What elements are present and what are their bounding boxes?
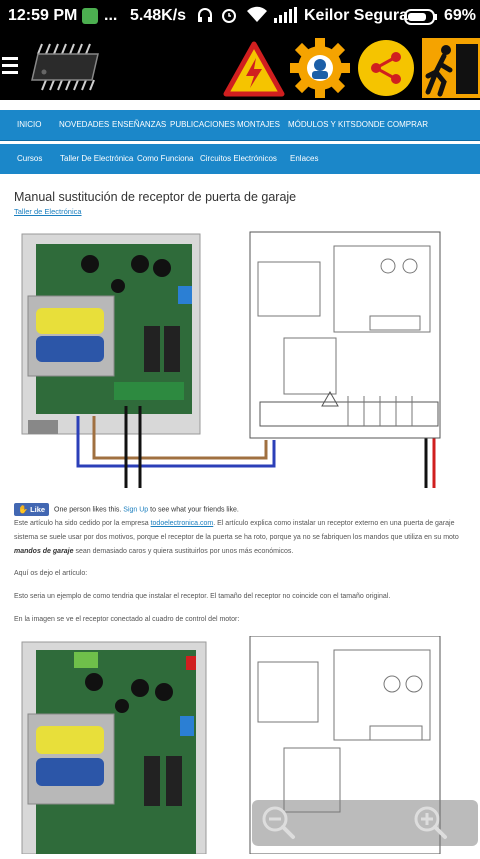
primary-nav: INICIO NOVEDADES ENSEÑANZAS PUBLICACIONE… [0, 110, 480, 141]
nav-cursos[interactable]: Cursos [17, 154, 43, 163]
article-paragraph-1: Este artículo ha sido cedido por la empr… [14, 517, 480, 531]
signup-link[interactable]: Sign Up [123, 506, 149, 514]
nav-novedades[interactable]: NOVEDADES [59, 120, 110, 129]
todoelectronica-link[interactable]: todoelectronica.com [150, 520, 214, 527]
likes-count-text: One person likes this. [54, 506, 122, 514]
headphones-icon [196, 6, 214, 29]
article-paragraph-3: mandos de garaje sean demasiado caros y … [14, 545, 480, 559]
emergency-exit-icon[interactable] [420, 36, 480, 100]
likes-suffix-text: to see what your friends like. [150, 506, 239, 514]
status-time: 12:59 PM [8, 7, 78, 24]
nav-publicaciones[interactable]: PUBLICACIONES [170, 120, 235, 129]
para1-start: Este artículo ha sido cedido por la empr… [14, 520, 149, 527]
article-paragraph-2: sistema se suele usar por dos motivos, p… [14, 534, 459, 541]
zoom-controls [252, 800, 478, 846]
status-dots: ... [104, 7, 118, 24]
carrier-name: Keilor Segura [304, 7, 409, 24]
nav-ensenanzas[interactable]: ENSEÑANZAS [112, 120, 167, 129]
para3-end: sean demasiado caros y quiera sustituirl… [75, 548, 294, 555]
network-speed: 5.48K/s [130, 7, 187, 24]
receptor-wiring-photo [14, 226, 478, 488]
article-paragraph-4: Aquí os dejo el artículo: [14, 570, 88, 577]
share-icon[interactable] [354, 36, 418, 100]
nav-taller-electronica[interactable]: Taller De Electrónica [60, 154, 134, 163]
facebook-like-button[interactable]: ✋ Like [14, 503, 50, 516]
signal-icon [274, 7, 298, 28]
zoom-out-icon[interactable] [260, 804, 296, 840]
battery-icon [404, 9, 438, 30]
alarm-icon [220, 6, 238, 29]
wifi-icon [246, 6, 268, 29]
facebook-like-widget: ✋ Like One person likes this. Sign Up to… [14, 503, 239, 517]
thumbs-up-icon: ✋ [18, 505, 28, 514]
like-label: Like [30, 505, 46, 514]
nav-circuitos-electronicos[interactable]: Circuitos Electrónicos [200, 154, 277, 163]
nav-como-funciona[interactable]: Como Funciona [137, 154, 194, 163]
microchip-logo-icon[interactable] [28, 42, 106, 92]
status-bar: 12:59 PM ... 5.48K/s Keilor Segura 69% [0, 0, 480, 34]
whatsapp-icon [82, 8, 98, 24]
nav-modulos-kits[interactable]: MÓDULOS Y KITS [288, 120, 356, 129]
menu-icon[interactable] [2, 54, 18, 78]
electric-hazard-icon[interactable] [222, 36, 286, 100]
article-title: Manual sustitución de receptor de puerta… [14, 190, 297, 204]
article-category-link[interactable]: Taller de Electrónica [14, 207, 82, 216]
article-paragraph-6: En la imagen se ve el receptor conectado… [14, 616, 240, 623]
nav-montajes[interactable]: MONTAJES [237, 120, 280, 129]
zoom-in-icon[interactable] [412, 804, 448, 840]
gear-settings-icon[interactable] [288, 36, 352, 100]
secondary-nav: Cursos Taller De Electrónica Como Funcio… [0, 144, 480, 174]
nav-donde-comprar[interactable]: DONDE COMPRAR [356, 120, 429, 129]
article-paragraph-5: Esto seria un ejemplo de como tendria qu… [14, 593, 391, 600]
battery-percent: 69% [444, 7, 477, 24]
para3-bold: mandos de garaje [14, 548, 74, 555]
para1-end: . El artículo explica como instalar un r… [213, 520, 455, 527]
nav-inicio[interactable]: INICIO [17, 120, 42, 129]
nav-enlaces[interactable]: Enlaces [290, 154, 319, 163]
